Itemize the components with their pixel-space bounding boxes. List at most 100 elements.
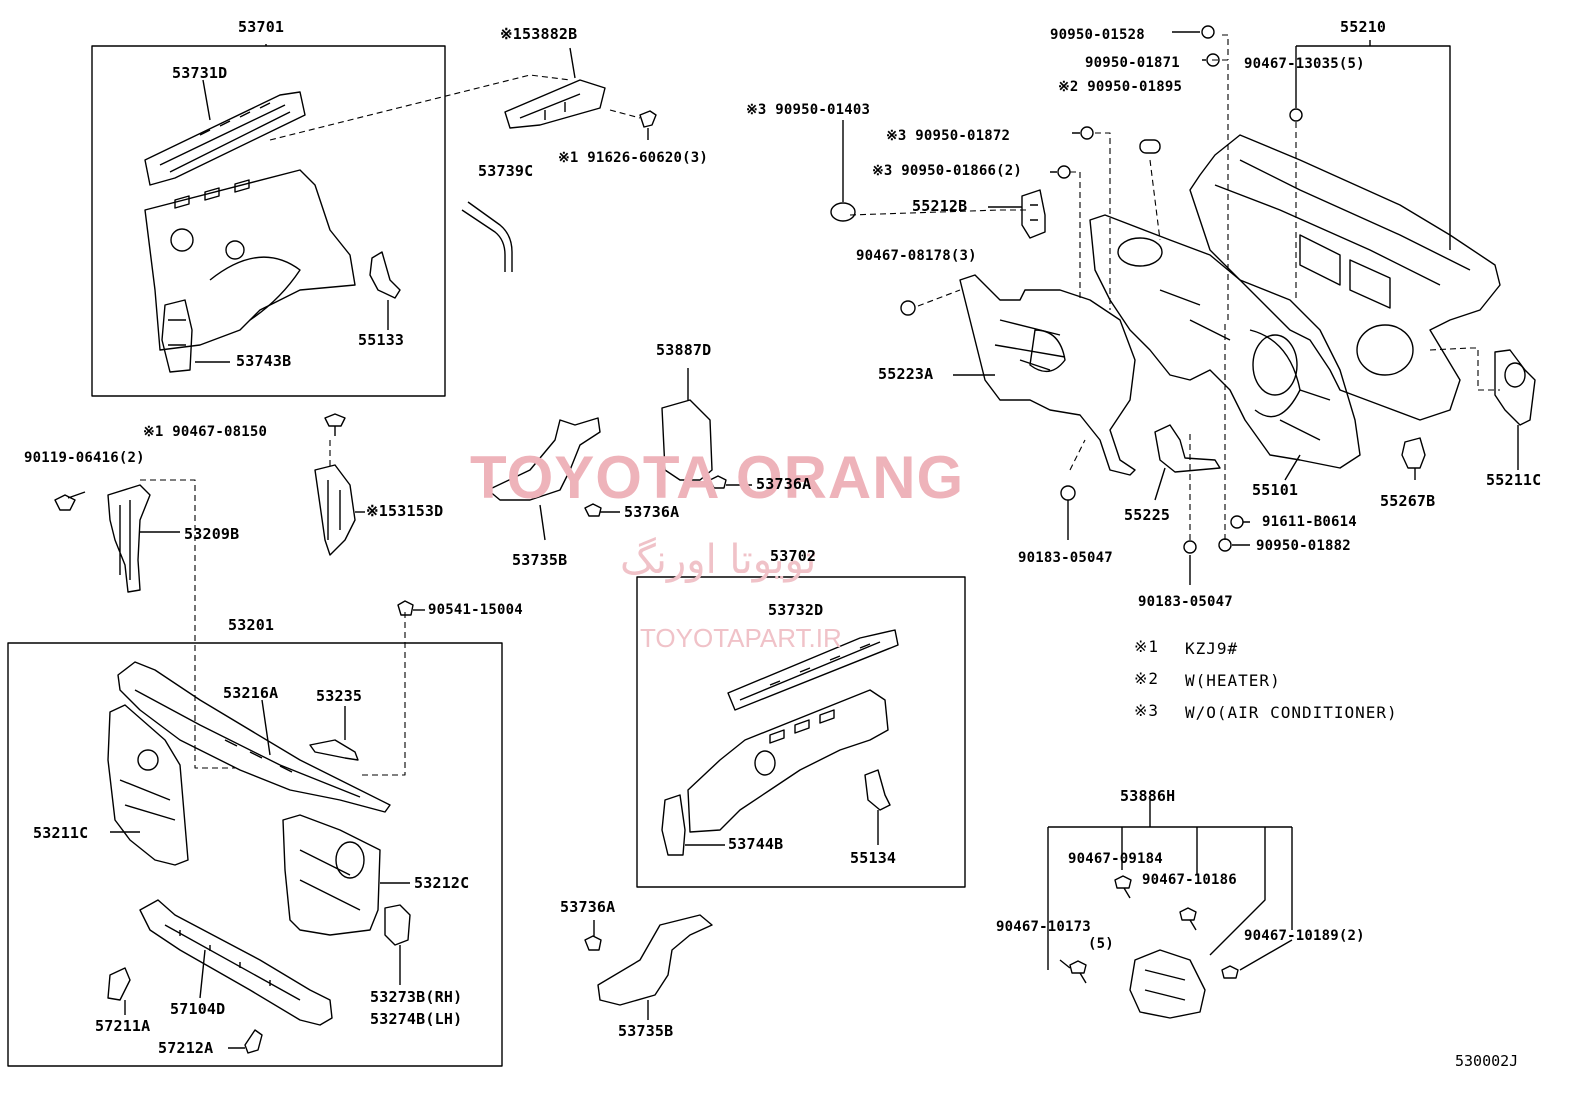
part-53209b-drawing [107,484,151,593]
part-53273b-drawing [384,904,411,946]
legend-text-3: W/O(AIR CONDITIONER) [1185,703,1398,722]
part-53732d-drawing [727,629,899,711]
label-90950-01872: ※3 90950-01872 [886,128,1011,144]
label-55133: 55133 [358,331,405,349]
bolt-90467-08150-drawing [324,413,346,436]
part-55101-drawing [1089,214,1361,469]
legend-text-2: W(HEATER) [1185,671,1281,690]
label-55210: 55210 [1340,18,1387,36]
part-53739c-drawing [461,201,513,272]
label-90950-01871: 90950-01871 [1085,55,1180,71]
clip-53736a-b-drawing [584,503,620,517]
legend-mark-2: ※2 [1134,669,1160,688]
label-53274b: 53274B(LH) [370,1010,463,1028]
box-53701 [91,45,446,397]
label-90541-15004: 90541-15004 [428,602,523,618]
label-53211c: 53211C [33,824,89,842]
part-55134-drawing [864,769,891,811]
clip-53736a-a-drawing [709,475,752,489]
part-53216a-drawing [117,661,391,813]
watermark-site: TOYOTAPART.IR [640,623,842,653]
part-57211a-drawing [107,967,131,1001]
label-55101: 55101 [1252,481,1299,499]
label-90950-01866: ※3 90950-01866(2) [872,163,1022,179]
part-55225-drawing [1154,424,1221,473]
label-53744b: 53744B [728,835,784,853]
label-53212c: 53212C [414,874,470,892]
label-57211a: 57211A [95,1017,151,1035]
clip-53736a-c-drawing [584,935,602,951]
label-53735b-1: 53735B [512,551,568,569]
label-53216a: 53216A [223,684,279,702]
part-55212b-drawing [1021,189,1046,239]
part-53744b-drawing [661,794,686,856]
label-53887d: 53887D [656,341,712,359]
label-53235: 53235 [316,687,363,705]
label-53736a-2: 53736A [624,503,680,521]
label-53209b: 53209B [184,525,240,543]
part-53886h-drawing [1129,949,1206,1019]
label-53886h: 53886H [1120,787,1176,805]
label-90119-06416: 90119-06416(2) [24,450,145,466]
label-90467-10189: 90467-10189(2) [1244,928,1365,944]
label-55211c: 55211C [1486,471,1542,489]
label-53201: 53201 [228,616,275,634]
label-57212a: 57212A [158,1039,214,1057]
part-53731d-drawing [144,91,306,186]
label-53701: 53701 [238,18,285,36]
label-90467-10186: 90467-10186 [1142,872,1237,888]
label-153882b: ※153882B [500,25,578,43]
label-53735b-2: 53735B [618,1022,674,1040]
label-53273b: 53273B(RH) [370,988,463,1006]
label-90183-05047-b: 90183-05047 [1138,594,1233,610]
watermark-persian: تویوتا اورنگ [620,537,817,583]
label-53736a-1: 53736A [756,475,812,493]
label-57104d: 57104D [170,1000,226,1018]
label-53739c: 53739C [478,162,534,180]
label-53743b: 53743B [236,352,292,370]
legend-mark-3: ※3 [1134,701,1160,720]
part-53887d-drawing [661,399,713,481]
label-53732d: 53732D [768,601,824,619]
legend-mark-1: ※1 [1134,637,1160,656]
label-90467-08150: ※1 90467-08150 [143,424,268,440]
part-57104d-drawing [139,899,333,1026]
label-90183-05047-a: 90183-05047 [1018,550,1113,566]
part-53212c-drawing [282,814,381,936]
fasteners-53886h [1069,875,1239,984]
label-90467-13035: 90467-13035(5) [1244,56,1365,72]
label-90950-01882: 90950-01882 [1256,538,1351,554]
label-153153d: ※153153D [366,502,444,520]
part-153882b-drawing [504,79,606,129]
bolt-90119-drawing [54,491,86,511]
label-91626-60620: ※1 91626-60620(3) [558,150,708,166]
fasteners-top [830,25,1303,554]
watermark-brand: TOYOTA ORANG [470,444,965,511]
box-53702 [636,576,966,888]
box-53201 [7,642,503,1067]
part-53235-drawing [309,739,359,761]
bolt-91626-drawing [639,110,657,140]
part-153153d-drawing [314,464,356,556]
part-53701-panel-drawing [144,169,356,351]
clip-90541-drawing [397,600,414,616]
part-53702-panel-drawing [687,689,889,833]
label-90467-10173-qty: (5) [1088,936,1114,952]
label-90467-10173: 90467-10173 [996,919,1091,935]
label-53731d: 53731D [172,64,228,82]
part-55133-drawing [369,251,401,299]
diagram-code: 530002J [1455,1052,1519,1070]
part-53743b-drawing [161,299,193,373]
part-57212a-drawing [244,1029,263,1054]
label-90467-08178: 90467-08178(3) [856,248,977,264]
label-90950-01895: ※2 90950-01895 [1058,79,1183,95]
part-53735b-lower-drawing [597,914,713,1006]
part-55267b-drawing [1401,437,1426,469]
label-53702: 53702 [770,547,817,565]
label-90467-09184: 90467-09184 [1068,851,1163,867]
label-91611-b0614: 91611-B0614 [1262,514,1357,530]
part-55210-drawing [1189,134,1501,421]
label-55223a: 55223A [878,365,934,383]
